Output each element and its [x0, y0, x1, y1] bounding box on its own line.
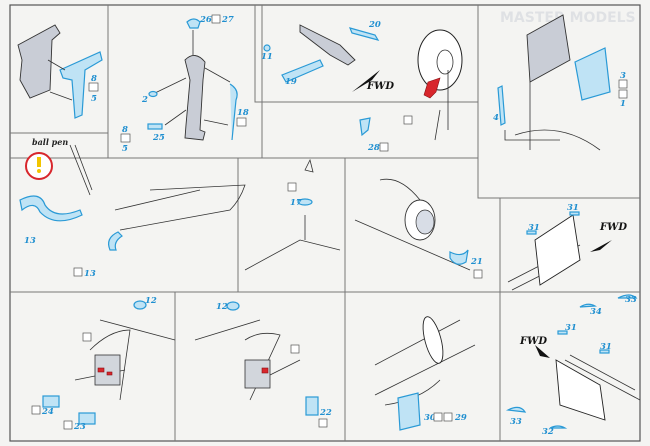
part-number: 12	[145, 296, 157, 306]
panel-7-vent: 17	[244, 158, 341, 271]
part-number: 31	[600, 342, 612, 352]
panel-11-gun-bay-right: 12 22	[194, 301, 332, 428]
panel-12-inspection-hatch: 30 29	[374, 316, 476, 431]
part-number: 22	[319, 408, 332, 418]
part-number: 33	[625, 295, 637, 305]
part-number: 25	[152, 133, 165, 143]
direction-label: FWD	[599, 222, 627, 233]
panel-6-belt: ball pen 13 13	[19, 137, 246, 279]
part-number: 1	[620, 99, 626, 109]
part-number: 34	[590, 307, 602, 317]
panel-4-wheel: 28	[359, 29, 463, 153]
part-number: 4	[493, 113, 499, 123]
part-number: 2	[141, 95, 148, 105]
part-number: 17	[290, 198, 302, 208]
part-number: 31	[565, 323, 577, 333]
part-number: 8	[122, 125, 128, 135]
part-number: 31	[528, 223, 540, 233]
fwd-arrow-icon	[590, 240, 612, 252]
sheet-frame	[9, 4, 641, 442]
part-number: 12	[216, 302, 228, 312]
direction-label: FWD	[519, 336, 547, 347]
panel-8-intake: 21	[354, 178, 483, 279]
part-number: 26	[199, 15, 212, 25]
part-number: 31	[567, 203, 579, 213]
part-number: 5	[91, 94, 97, 104]
part-number: 13	[24, 236, 36, 246]
direction-label: FWD	[366, 81, 394, 92]
part-number: 23	[73, 422, 86, 432]
part-number: 11	[261, 52, 273, 62]
part-number: 28	[367, 143, 380, 153]
fwd-arrow-icon	[352, 70, 380, 92]
panel-3-link: 11 20 19 FWD	[261, 20, 394, 92]
part-number: 29	[454, 413, 467, 423]
panel-dividers	[10, 5, 640, 441]
part-number: 33	[510, 417, 522, 427]
panel-10-gun-bay-left: 12 24 23	[31, 296, 176, 432]
part-number: 20	[368, 20, 381, 30]
panel-9-flap-left: 31 31 33 34 FWD	[507, 203, 638, 317]
part-number: 13	[84, 269, 96, 279]
panel-5-seat-back: 3 1 4	[493, 14, 628, 151]
panel-2-strut: 26 27 2 18 8 5 25	[120, 14, 249, 154]
tool-note: ball pen	[32, 137, 68, 147]
show-through-text: MASTER MODELS	[500, 10, 636, 26]
part-number: 27	[221, 15, 234, 25]
part-number: 30	[424, 413, 436, 423]
part-number: 21	[470, 257, 483, 267]
panel-13-flap-right: 31 31 33 32 FWD	[505, 323, 641, 437]
part-number: 8	[91, 74, 97, 84]
panel-1-seat-plate: 8 5	[17, 24, 103, 119]
part-number: 18	[237, 108, 249, 118]
part-number: 24	[41, 407, 54, 417]
part-number: 32	[542, 427, 554, 437]
part-number: 3	[620, 71, 626, 81]
part-number: 19	[285, 77, 297, 87]
fwd-arrow-icon	[535, 345, 550, 358]
part-number: 5	[122, 144, 128, 154]
